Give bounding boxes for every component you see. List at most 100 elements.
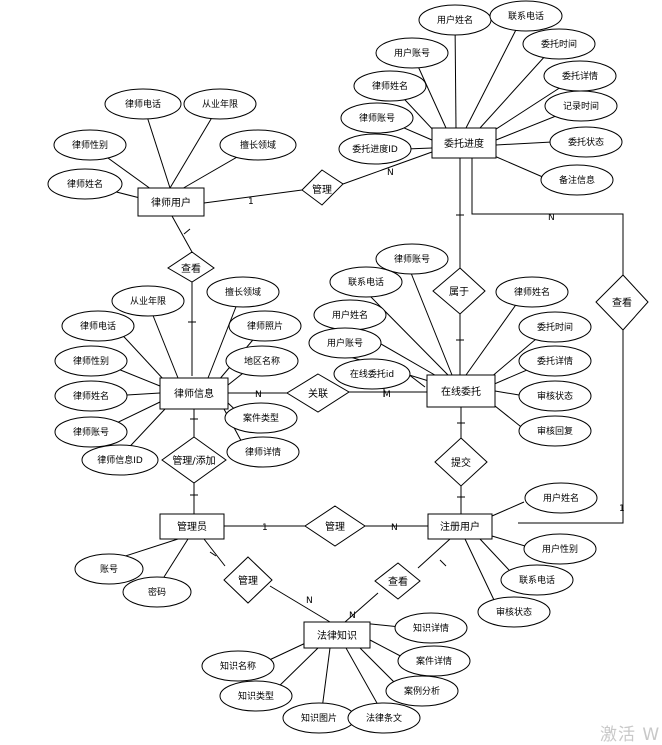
svg-text:备注信息: 备注信息 [559,174,595,186]
relationship-view-lawyer-info: 查看 [167,251,215,283]
relationship-manage-admin-knowledge: 管理 [223,556,273,604]
attr-reguser-phone: 联系电话 [500,564,574,596]
entity-online-entrust: 在线委托 [426,374,496,408]
attr-online-time: 委托时间 [518,311,592,343]
svg-text:委托详情: 委托详情 [562,70,598,82]
svg-text:律师姓名: 律师姓名 [514,286,550,298]
svg-text:用户姓名: 用户姓名 [543,492,579,504]
attr-online-lawyername: 律师姓名 [495,276,569,308]
attr-admin-account: 账号 [74,553,144,585]
svg-text:用户性别: 用户性别 [542,543,578,555]
attr-lawyer-user-name: 律师姓名 [47,168,123,200]
attr-progress-lawyeraccount: 律师账号 [340,102,414,134]
attr-knowledge-name: 知识名称 [201,650,275,682]
attr-online-phone: 联系电话 [329,266,403,298]
watermark: 激活 W [600,725,661,745]
svg-text:法律知识: 法律知识 [317,629,357,642]
relationship-manage-lawyer-progress: 管理 [301,169,344,206]
card-progress-view: N [548,213,555,223]
svg-text:律师账号: 律师账号 [359,112,395,124]
svg-text:审核状态: 审核状态 [537,390,573,402]
svg-text:知识详情: 知识详情 [413,622,449,634]
attr-progress-time: 委托时间 [522,28,596,60]
attr-progress-useraccount: 用户账号 [375,37,449,69]
card-lawyerinfo-associate: N [255,390,262,400]
attr-knowledge-type: 知识类型 [219,680,293,712]
attr-progress-id: 委托进度ID [338,133,412,165]
attr-progress-phone: 联系电话 [489,0,563,32]
card-lawyer-user-manage: 1 [248,197,254,207]
svg-text:律师账号: 律师账号 [73,426,109,438]
svg-text:查看: 查看 [612,296,632,309]
svg-text:律师性别: 律师性别 [73,355,109,367]
card-progress-manage: N [387,168,394,178]
svg-text:账号: 账号 [100,564,118,575]
svg-text:律师信息: 律师信息 [174,387,214,400]
relationship-submit: 提交 [434,437,488,487]
svg-text:法律条文: 法律条文 [366,712,402,724]
svg-text:律师信息ID: 律师信息ID [97,454,143,466]
attr-progress-lawyername: 律师姓名 [353,70,427,102]
attr-reguser-gender: 用户性别 [523,533,597,565]
entity-entrust-progress: 委托进度 [431,127,497,159]
svg-text:用户姓名: 用户姓名 [332,309,368,321]
relationship-view-progress-user: 查看 [595,274,649,331]
svg-text:律师电话: 律师电话 [80,320,116,332]
svg-text:知识图片: 知识图片 [301,712,337,724]
svg-text:擅长领域: 擅长领域 [225,286,261,298]
attr-info-name: 律师姓名 [54,380,128,412]
svg-text:委托时间: 委托时间 [541,38,577,50]
svg-text:用户账号: 用户账号 [327,337,363,349]
svg-text:查看: 查看 [181,262,201,275]
svg-text:管理: 管理 [238,574,258,587]
attr-knowledge-case: 案件详情 [397,645,471,677]
svg-text:从业年限: 从业年限 [202,98,238,110]
svg-text:管理: 管理 [325,520,345,533]
svg-text:擅长领域: 擅长领域 [240,139,276,151]
attr-progress-username: 用户姓名 [418,4,492,36]
svg-text:联系电话: 联系电话 [348,276,384,288]
attr-info-years: 从业年限 [111,285,185,317]
attr-online-audit-status: 审核状态 [518,380,592,412]
svg-text:从业年限: 从业年限 [130,295,166,307]
attr-online-detail: 委托详情 [518,345,592,377]
attr-lawyer-user-years: 从业年限 [183,88,257,120]
attr-info-gender: 律师性别 [54,345,128,377]
svg-text:地区名称: 地区名称 [244,355,280,367]
svg-text:案例分析: 案例分析 [404,685,440,697]
attr-info-account: 律师账号 [54,416,128,448]
attr-lawyer-user-field: 擅长领域 [219,129,297,161]
svg-text:联系电话: 联系电话 [508,10,544,22]
svg-text:律师姓名: 律师姓名 [372,80,408,92]
svg-text:在线委托id: 在线委托id [350,368,394,380]
attr-info-region: 地区名称 [225,345,299,377]
svg-text:委托状态: 委托状态 [568,136,604,148]
svg-text:联系电话: 联系电话 [519,574,555,586]
attr-reguser-name: 用户姓名 [524,482,598,514]
cardinality-labels: 1 N N 1 N M 1 N N N [248,168,625,621]
attr-admin-password: 密码 [122,576,192,608]
attr-lawyer-user-gender: 律师性别 [53,129,127,161]
attr-online-useraccount: 用户账号 [308,327,382,359]
svg-text:管理员: 管理员 [177,520,207,533]
entity-legal-knowledge: 法律知识 [303,621,371,649]
svg-text:律师照片: 律师照片 [247,320,283,332]
svg-text:委托时间: 委托时间 [537,321,573,333]
relationship-view-user-knowledge: 查看 [374,562,421,600]
relationship-belong: 属于 [432,267,486,315]
svg-text:律师姓名: 律师姓名 [67,178,103,190]
card-admin-manage: 1 [262,523,268,533]
relationship-manage-add: 管理/添加 [161,436,227,484]
attr-info-phone: 律师电话 [61,310,135,342]
entity-registered-user: 注册用户 [427,513,493,540]
svg-text:知识名称: 知识名称 [220,660,256,672]
svg-text:律师用户: 律师用户 [151,196,191,209]
attr-online-audit-reply: 审核回复 [518,415,592,447]
attr-info-field: 擅长领域 [206,276,280,308]
relationship-associate: 关联 [286,373,350,413]
entity-lawyer-user: 律师用户 [137,187,205,217]
svg-text:审核状态: 审核状态 [496,606,532,618]
entity-lawyer-info: 律师信息 [159,377,229,410]
attr-progress-remark: 备注信息 [540,164,614,196]
